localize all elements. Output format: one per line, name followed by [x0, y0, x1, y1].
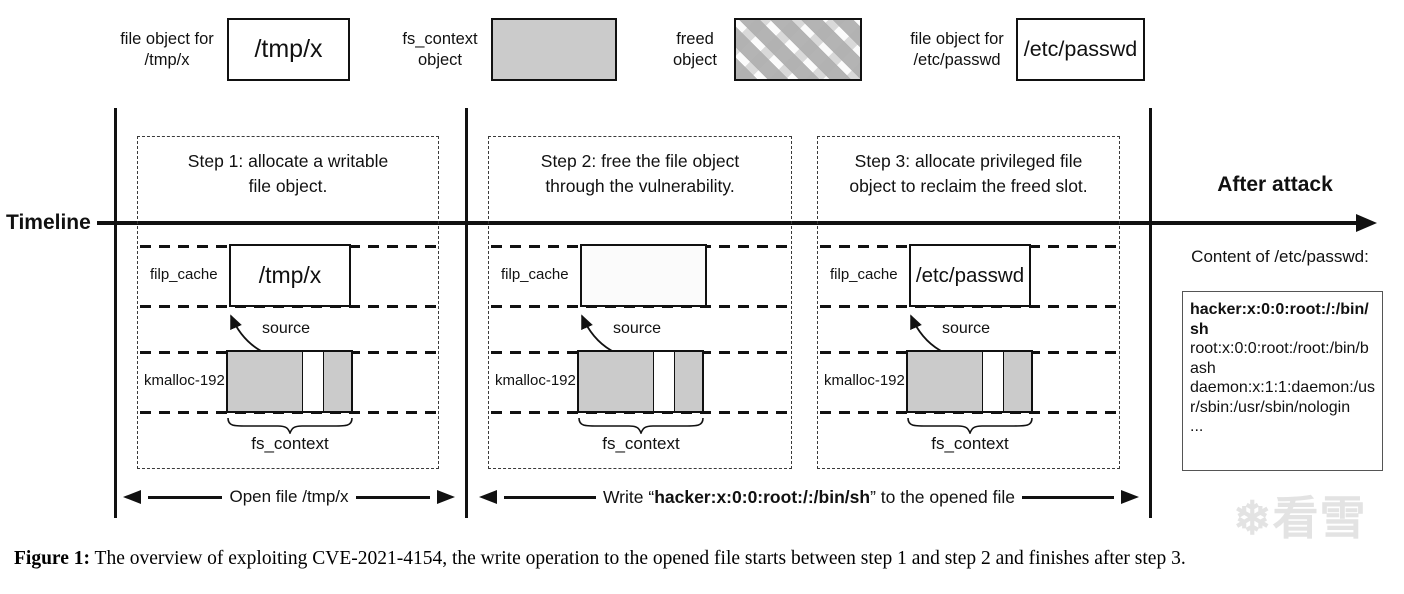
fs-context-segment: [1004, 352, 1031, 411]
passwd-line: daemon:x:1:1:daemon:/usr/sbin:/usr/sbin/…: [1190, 379, 1376, 416]
legend-box-file-passwd: /etc/passwd: [1016, 18, 1145, 81]
write-arrow: Write “hacker:x:0:0:root:/:/bin/sh” to t…: [479, 486, 1140, 508]
free-slot-segment: [982, 352, 1004, 411]
divider-step1-step2: [465, 108, 468, 518]
figure-caption-text: The overview of exploiting CVE-2021-4154…: [90, 548, 1186, 569]
fs-context-slab-box: [906, 350, 1033, 413]
legend-label-fs-context: fs_context object: [402, 30, 478, 69]
fs-context-label: fs_context: [602, 434, 680, 453]
arrowhead-right-icon: [437, 490, 455, 504]
fs-context-segment: [324, 352, 351, 411]
step3-box: Step 3: allocate privileged file object …: [817, 136, 1120, 469]
passwd-line: hacker:x:0:0:root:/:/bin/sh: [1190, 301, 1369, 338]
fs-context-segment: [228, 352, 302, 411]
file-object-box-tmpx: /tmp/x: [229, 244, 351, 307]
kmalloc-label: kmalloc-192: [824, 372, 905, 389]
fs-context-label: fs_context: [251, 434, 329, 453]
figure-caption-label: Figure 1:: [14, 548, 91, 569]
legend-box-freed: [734, 18, 862, 81]
legend-box-fs-context: [491, 18, 617, 81]
filp-cache-label: filp_cache: [501, 266, 569, 283]
legend-label-file-tmpx: file object for /tmp/x: [120, 30, 214, 69]
fs-context-label: fs_context: [931, 434, 1009, 453]
step2-title: Step 2: free the file object through the…: [540, 151, 740, 196]
fs-context-brace: [578, 417, 704, 434]
arrow-line: [355, 495, 430, 499]
passwd-line: root:x:0:0:root:/root:/bin/bash: [1190, 340, 1369, 377]
free-slot-segment: [302, 352, 324, 411]
fs-context-segment: [579, 352, 653, 411]
passwd-content-heading: Content of /etc/passwd:: [1191, 247, 1369, 266]
source-label: source: [942, 320, 991, 337]
timeline-axis: [97, 221, 1358, 225]
legend-label-freed: freed object: [672, 30, 718, 69]
step1-title: Step 1: allocate a writable file object.: [187, 151, 389, 196]
fs-context-brace: [907, 417, 1033, 434]
filp-cache-label: filp_cache: [830, 266, 898, 283]
fs-context-segment: [675, 352, 702, 411]
timeline-label: Timeline: [6, 211, 91, 234]
arrow-line: [1022, 495, 1115, 499]
step3-title: Step 3: allocate privileged file object …: [849, 151, 1088, 196]
arrow-line: [148, 495, 223, 499]
arrowhead-left-icon: [479, 490, 497, 504]
write-arrow-label: Write “hacker:x:0:0:root:/:/bin/sh” to t…: [602, 486, 1016, 507]
legend-label-file-passwd: file object for /etc/passwd: [910, 30, 1004, 69]
arrow-line: [504, 495, 596, 499]
source-label: source: [613, 320, 662, 337]
kmalloc-label: kmalloc-192: [495, 372, 576, 389]
passwd-line: ...: [1190, 418, 1204, 435]
kanxue-watermark: ❄看雪: [1233, 492, 1367, 544]
legend-box-file-tmpx: /tmp/x: [227, 18, 350, 81]
fs-context-brace: [227, 417, 353, 434]
step2-box: Step 2: free the file object through the…: [488, 136, 792, 469]
kmalloc-label: kmalloc-192: [144, 372, 225, 389]
step1-box: Step 1: allocate a writable file object.…: [137, 136, 439, 469]
divider-start: [114, 108, 117, 518]
source-label: source: [262, 320, 311, 337]
after-attack-title: After attack: [1217, 173, 1333, 196]
arrowhead-right-icon: [1121, 490, 1140, 504]
arrowhead-left-icon: [123, 490, 141, 504]
open-file-arrow-label: Open file /tmp/x: [229, 487, 349, 506]
file-object-box-passwd: /etc/passwd: [909, 244, 1031, 307]
fs-context-slab-box: [226, 350, 353, 413]
figure-caption: Figure 1: The overview of exploiting CVE…: [14, 548, 1400, 570]
divider-step3-after: [1149, 108, 1152, 518]
freed-object-box: [580, 244, 707, 307]
timeline-arrowhead-icon: [1356, 214, 1377, 232]
filp-cache-label: filp_cache: [150, 266, 218, 283]
open-file-arrow: Open file /tmp/x: [123, 486, 455, 508]
fs-context-slab-box: [577, 350, 704, 413]
free-slot-segment: [653, 352, 675, 411]
passwd-content-box: hacker:x:0:0:root:/:/bin/sh root:x:0:0:r…: [1182, 291, 1383, 471]
fs-context-segment: [908, 352, 982, 411]
